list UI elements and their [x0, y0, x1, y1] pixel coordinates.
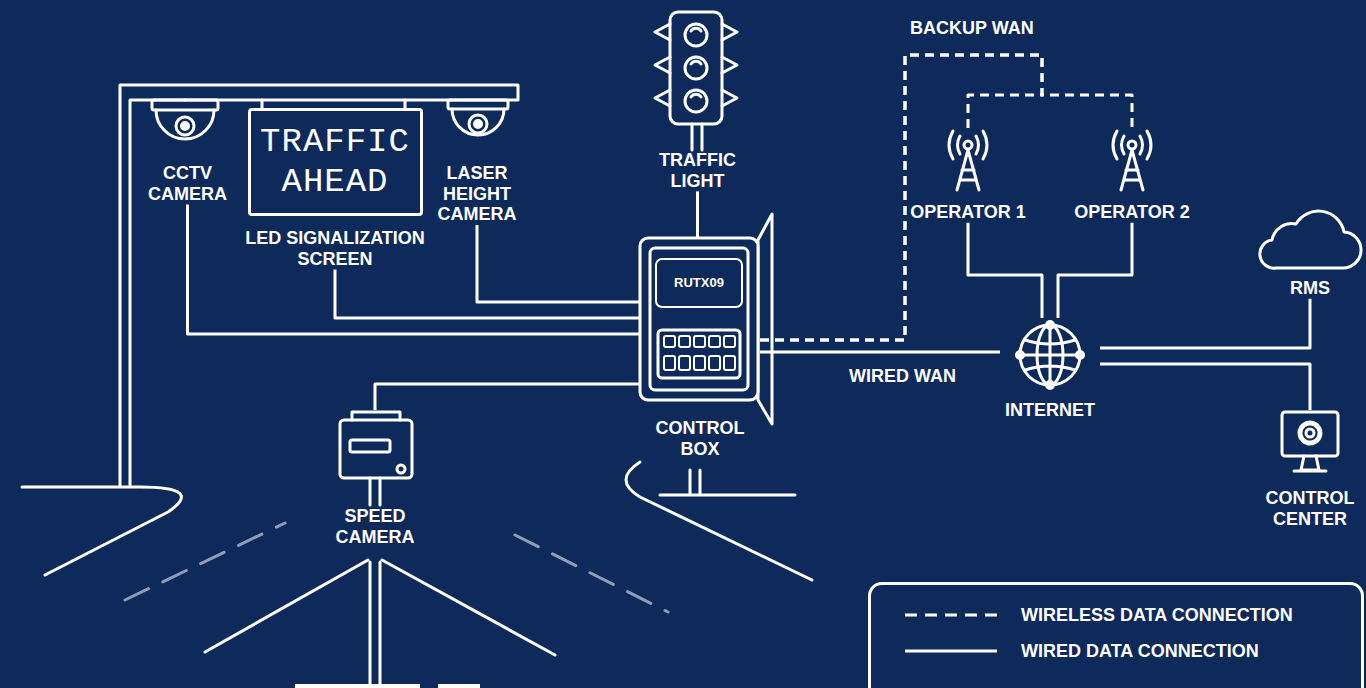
button [694, 356, 705, 370]
button [709, 356, 720, 370]
device-node: OPERATOR 2 [1067, 128, 1197, 223]
road-curb [22, 487, 181, 575]
node-label: LASER HEIGHT CAMERA [431, 163, 523, 225]
stop-line [438, 684, 480, 688]
legend-sample [905, 648, 997, 654]
node-label: SPEED CAMERA [325, 506, 425, 547]
button [694, 336, 705, 347]
legend-box: WIRELESS DATA CONNECTION WIRED DATA CONNE… [868, 582, 1364, 688]
wired-link [1100, 299, 1310, 348]
wired-link [375, 384, 640, 410]
wired-link [188, 204, 641, 334]
device-node: CCTV CAMERA [140, 163, 235, 204]
cabinet-buttons [664, 336, 735, 370]
node-label: OPERATOR 2 [1067, 202, 1197, 223]
node-label: CCTV CAMERA [140, 163, 235, 204]
legend-sample [905, 612, 997, 618]
device-node: RMS [1258, 200, 1362, 299]
button [664, 336, 675, 347]
cloud-icon [1260, 211, 1361, 268]
device-node: SPEED CAMERA [325, 410, 425, 547]
tower-icons [949, 131, 1151, 190]
node-label: INTERNET [1000, 400, 1100, 421]
tower [949, 131, 987, 190]
node-label: CONTROL BOX [640, 418, 760, 459]
device-node: CONTROL BOX RUTX09 [640, 238, 760, 459]
gantry [120, 85, 518, 485]
link-label: WIRED WAN [845, 366, 960, 387]
legend-row: WIRED DATA CONNECTION [905, 641, 1259, 662]
wireless-link [760, 55, 1042, 340]
road-curb [626, 462, 812, 580]
node-label: CONTROL CENTER [1255, 488, 1365, 529]
wired-link [968, 223, 1042, 318]
button [679, 336, 690, 347]
device-label: RUTX09 [674, 276, 724, 291]
button [709, 336, 720, 347]
link-label: BACKUP WAN [906, 18, 1038, 39]
traffic-light-icon [655, 12, 737, 150]
button [664, 356, 675, 370]
wired-link [335, 269, 640, 318]
wired-link [760, 351, 1000, 354]
device-node: TRAFFIC AHEAD LED SIGNALIZATION SCREEN [238, 108, 432, 269]
wireless-link [760, 55, 1132, 340]
legend-text: WIRED DATA CONNECTION [1021, 641, 1259, 662]
wired-link [696, 191, 699, 238]
laser-camera-icon [448, 100, 508, 135]
wired-link [1100, 364, 1310, 410]
wired-link [477, 225, 640, 302]
device-node: OPERATOR 1 [903, 128, 1033, 223]
node-label: LED SIGNALIZATION SCREEN [238, 228, 432, 269]
legend-row: WIRELESS DATA CONNECTION [905, 605, 1293, 626]
stop-line [295, 684, 420, 688]
button [724, 356, 735, 370]
screen-text: TRAFFIC AHEAD [251, 122, 420, 202]
cabinet-icon [640, 214, 795, 495]
monitor-icon [1282, 412, 1338, 471]
cctv-icon [152, 100, 218, 139]
tower-head [1128, 141, 1136, 149]
wired-link [1058, 223, 1132, 318]
device-node: INTERNET [1000, 318, 1100, 421]
device-node: LASER HEIGHT CAMERA [431, 163, 523, 225]
node-label: RMS [1258, 278, 1362, 299]
tower-head [964, 141, 972, 149]
device-node: TRAFFIC LIGHT [650, 150, 745, 191]
device-node: CONTROL CENTER [1255, 410, 1365, 529]
button [679, 356, 690, 370]
node-label: TRAFFIC LIGHT [650, 150, 745, 191]
speed-camera-icon [340, 412, 412, 688]
legend-text: WIRELESS DATA CONNECTION [1021, 605, 1293, 626]
tower [1113, 131, 1151, 190]
node-label: OPERATOR 1 [903, 202, 1033, 223]
button [724, 336, 735, 347]
globe-icon [1017, 322, 1084, 389]
router-device: RUTX09 [655, 258, 743, 308]
led-screen: TRAFFIC AHEAD [248, 108, 423, 216]
